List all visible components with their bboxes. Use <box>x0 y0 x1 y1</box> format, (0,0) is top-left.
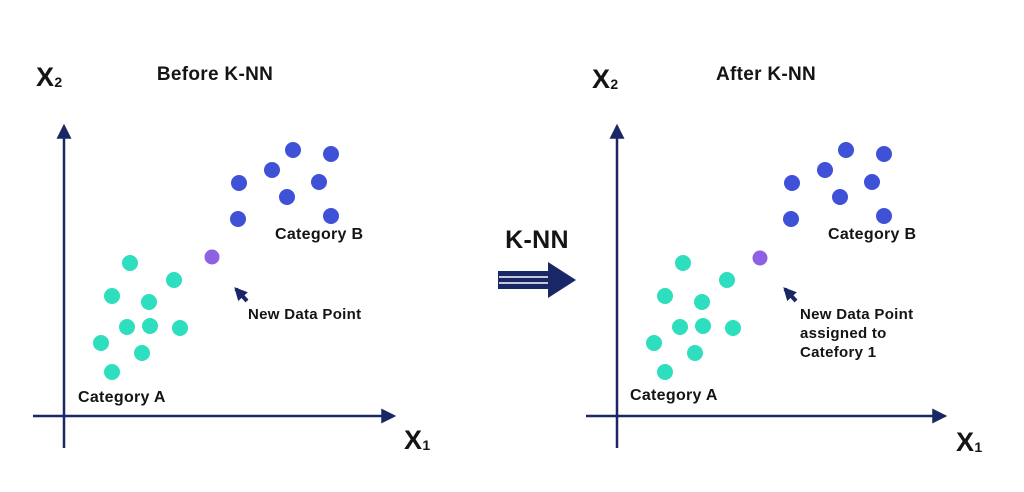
before-new-point-annotation: New Data Point <box>248 306 362 323</box>
data-point-category-b <box>323 146 339 162</box>
data-point-category-a <box>675 255 691 271</box>
data-point-category-a <box>141 294 157 310</box>
after-x-axis-label: X1 <box>956 427 983 457</box>
after-panel-title: After K-NN <box>715 64 817 85</box>
data-point-category-a <box>719 272 735 288</box>
data-point-category-a <box>725 320 741 336</box>
before-x-axis-label: X1 <box>404 425 431 455</box>
data-point-category-b <box>279 189 295 205</box>
after-category-a-label: Category A <box>630 387 718 404</box>
data-point-category-a <box>142 318 158 334</box>
data-point-category-b <box>230 211 246 227</box>
data-point-category-b <box>323 208 339 224</box>
new-data-point <box>752 250 768 266</box>
data-point-category-b <box>285 142 301 158</box>
data-point-category-b <box>264 162 280 178</box>
after-new-point-annotation: New Data Point assigned to Catefory 1 <box>800 306 914 361</box>
new-data-point <box>204 249 220 265</box>
data-point-category-b <box>876 208 892 224</box>
data-point-category-a <box>687 345 703 361</box>
data-point-category-a <box>695 318 711 334</box>
data-point-category-b <box>784 175 800 191</box>
data-point-category-a <box>172 320 188 336</box>
data-point-category-a <box>104 288 120 304</box>
data-point-category-a <box>104 364 120 380</box>
data-point-category-b <box>311 174 327 190</box>
knn-arrow-label: K-NN <box>505 226 569 254</box>
after-category-b-label: Category B <box>828 226 917 243</box>
before-panel-title: Before K-NN <box>156 64 274 85</box>
data-point-category-b <box>783 211 799 227</box>
before-category-b-label: Category B <box>275 226 364 243</box>
data-point-category-a <box>646 335 662 351</box>
data-point-category-a <box>134 345 150 361</box>
after-y-axis-label: X2 <box>592 64 619 94</box>
data-point-category-b <box>864 174 880 190</box>
data-point-category-b <box>231 175 247 191</box>
data-point-category-a <box>166 272 182 288</box>
before-y-axis-label: X2 <box>36 62 63 92</box>
data-point-category-b <box>876 146 892 162</box>
data-point-category-b <box>838 142 854 158</box>
data-point-category-b <box>832 189 848 205</box>
data-point-category-a <box>657 364 673 380</box>
data-point-category-a <box>672 319 688 335</box>
data-point-category-a <box>93 335 109 351</box>
data-point-category-b <box>817 162 833 178</box>
data-point-category-a <box>657 288 673 304</box>
data-point-category-a <box>119 319 135 335</box>
before-category-a-label: Category A <box>78 389 166 406</box>
data-point-category-a <box>122 255 138 271</box>
data-point-category-a <box>694 294 710 310</box>
